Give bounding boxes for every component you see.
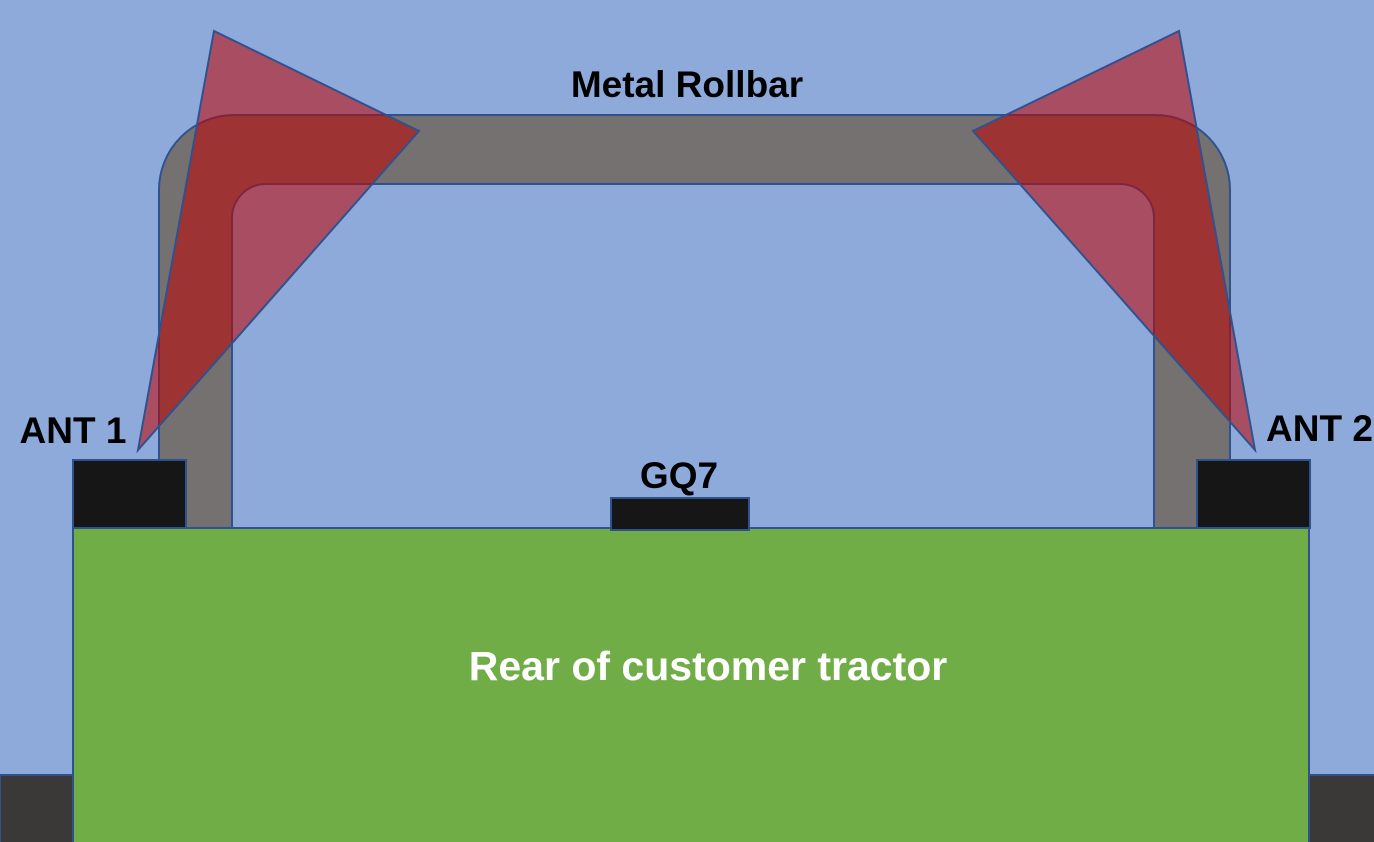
tractor-body [72,527,1310,842]
rollbar-label: Metal Rollbar [571,64,803,105]
antenna-left-label: ANT 1 [20,410,127,451]
tractor-label: Rear of customer tractor [469,643,948,689]
antenna-left [72,459,187,529]
antenna-right-label: ANT 2 [1266,408,1373,449]
signal-wedge-right-icon [971,29,1257,454]
signal-wedge-left-icon [136,29,421,454]
gq7-receiver [610,497,750,531]
antenna-right [1196,459,1311,529]
receiver-label: GQ7 [640,455,718,496]
